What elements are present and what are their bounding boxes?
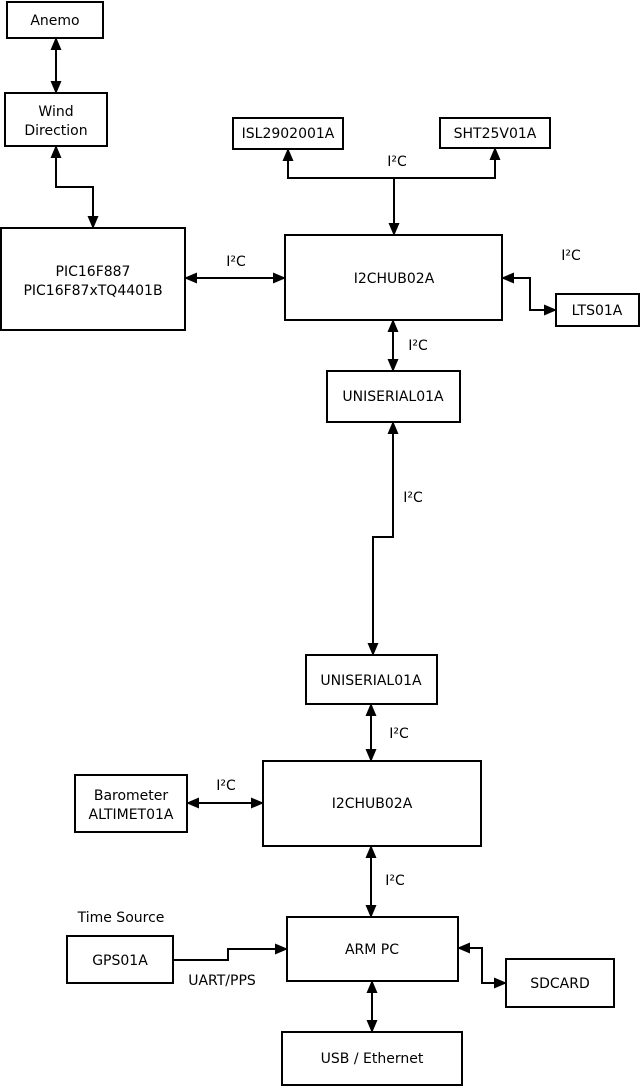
pic-label-line2: PIC16F87xTQ4401B: [23, 283, 162, 299]
barometer-box: [74, 774, 188, 833]
connector-i2chub-top-lts: [501, 272, 557, 316]
gps-label: GPS01A: [92, 953, 148, 969]
i2c-label-uniserial-link: I²C: [403, 490, 423, 506]
lts-sensor-label: LTS01A: [572, 303, 623, 319]
usb-ethernet-box: [281, 1031, 463, 1086]
connector-i2chub-top-isl: [282, 148, 400, 236]
uniserial-top-box: [326, 370, 461, 423]
lts-sensor-box: [555, 293, 640, 327]
i2chub-top-box: [284, 234, 503, 321]
connector-i2chub-top-sht: [394, 147, 501, 179]
i2chub-top-label: I2CHUB02A: [354, 271, 435, 287]
wind-direction-box: [4, 92, 108, 147]
gps-box: [66, 935, 174, 984]
pic-microcontroller-box: [0, 227, 186, 331]
i2c-label-hub-uniserial-top: I²C: [408, 338, 428, 354]
connector-gps-armpc: [173, 943, 288, 961]
sht-sensor-label: SHT25V01A: [454, 126, 537, 142]
anemo-label: Anemo: [30, 13, 79, 29]
i2chub-bottom-label: I2CHUB02A: [332, 796, 413, 812]
connector-uniserial-top-uniserial-bottom: [367, 421, 399, 656]
i2c-label-hub-armpc: I²C: [385, 873, 405, 889]
usb-ethernet-label: USB / Ethernet: [321, 1051, 424, 1067]
anemo-box: [6, 1, 104, 39]
i2c-label-uniserial-hub-bottom: I²C: [389, 726, 409, 742]
uniserial-bottom-label: UNISERIAL01A: [320, 673, 422, 689]
pic-label-line1: PIC16F887: [56, 264, 131, 280]
i2chub-bottom-box: [262, 760, 482, 847]
wind-direction-label-line1: Wind: [38, 104, 73, 120]
sht-sensor-box: [439, 117, 551, 149]
armpc-label: ARM PC: [345, 942, 399, 958]
i2c-label-sensor-branch: I²C: [387, 154, 407, 170]
connector-winddirection-pic: [50, 145, 99, 229]
i2c-label-pic-hub: I²C: [226, 254, 246, 270]
uniserial-bottom-box: [305, 654, 438, 705]
uniserial-top-label: UNISERIAL01A: [342, 389, 444, 405]
barometer-label-line2: ALTIMET01A: [89, 807, 174, 823]
wind-direction-label-line2: Direction: [24, 123, 87, 139]
connector-armpc-sdcard: [457, 942, 507, 989]
armpc-box: [286, 916, 459, 982]
sdcard-label: SDCARD: [530, 976, 590, 992]
sdcard-box: [505, 958, 615, 1008]
isl-sensor-box: [232, 117, 344, 150]
barometer-label-line1: Barometer: [94, 788, 169, 804]
i2c-label-barometer-hub: I²C: [216, 778, 236, 794]
uart-pps-label: UART/PPS: [188, 973, 256, 989]
i2c-label-hub-lts: I²C: [561, 248, 581, 264]
isl-sensor-label: ISL2902001A: [242, 126, 335, 142]
time-source-label: Time Source: [77, 910, 165, 926]
